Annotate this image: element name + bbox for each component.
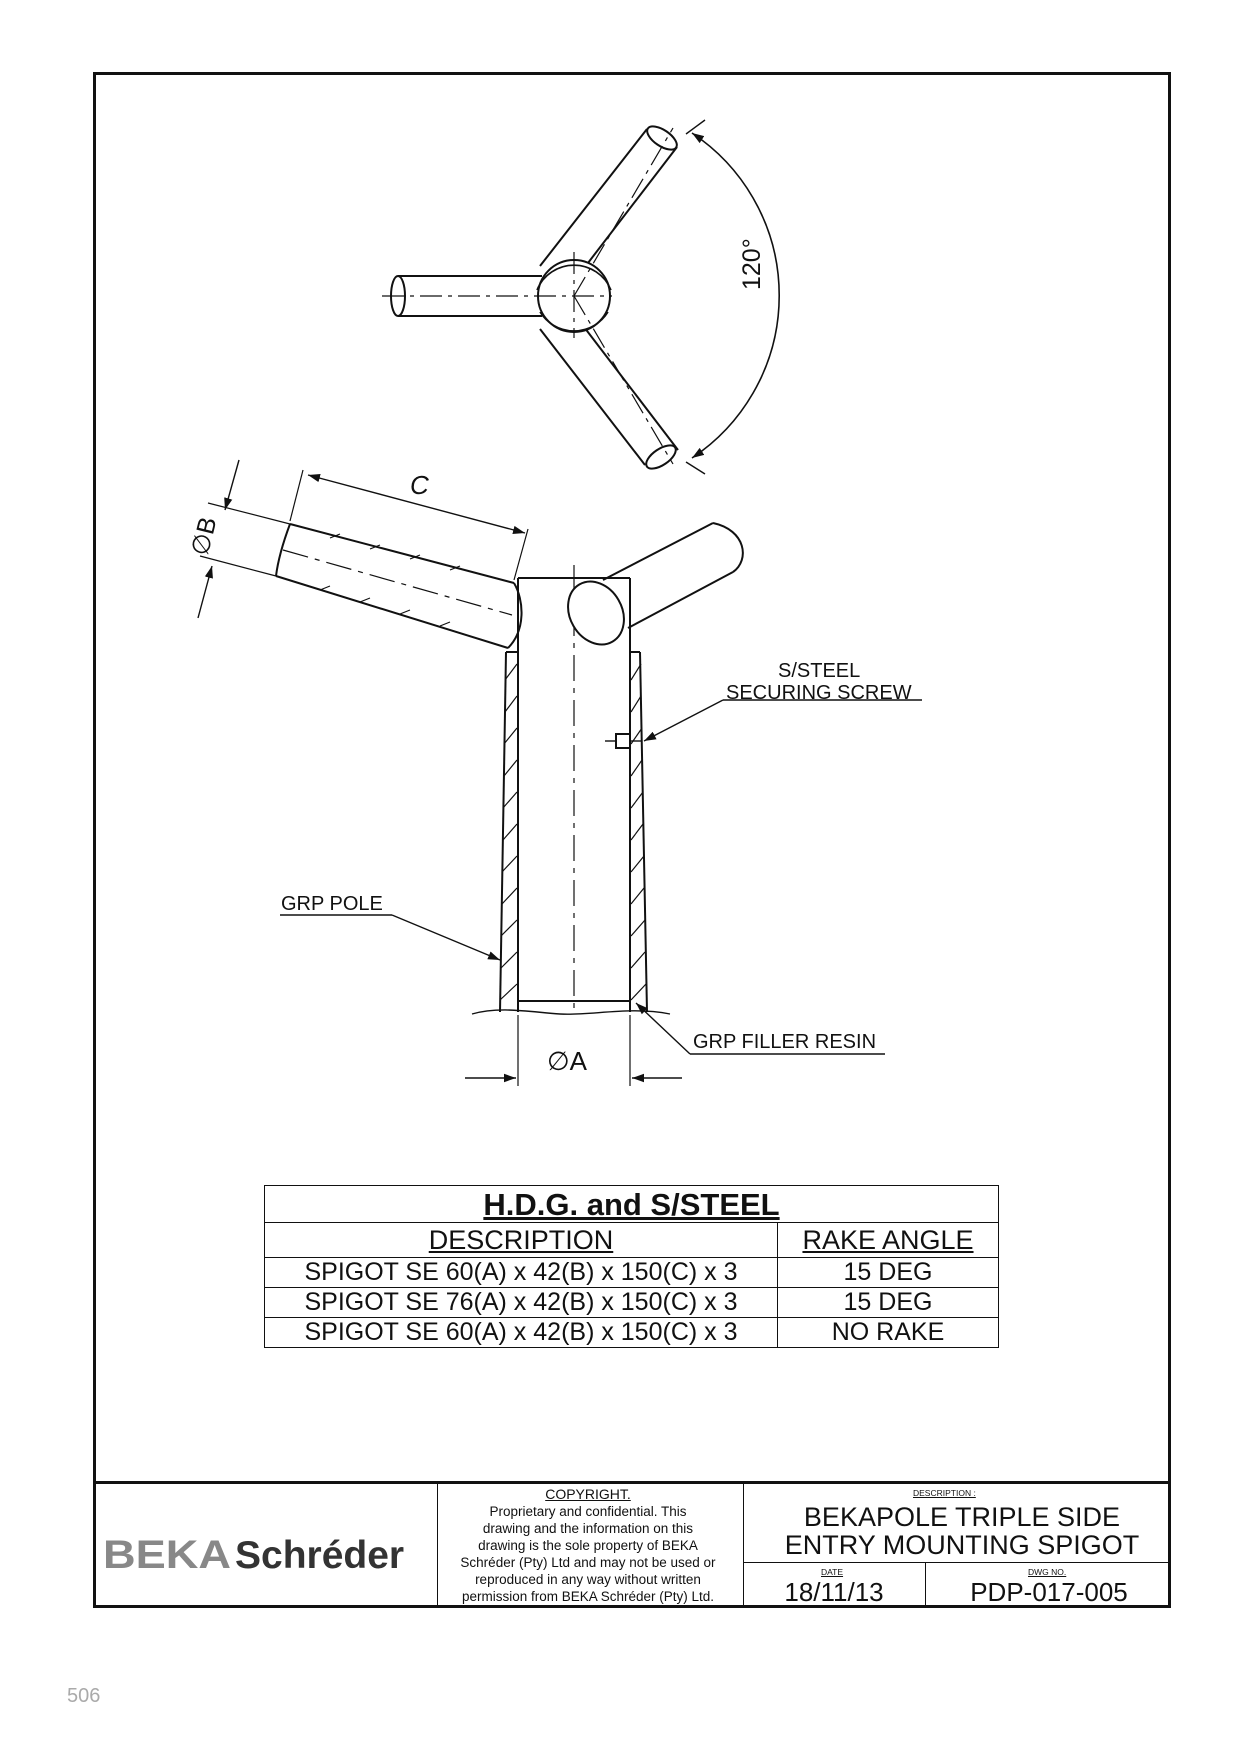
copyright-text-line: Schréder (Pty) Ltd and may not be used o… [460, 1555, 716, 1570]
title-block-divider [743, 1562, 1171, 1563]
title-block: BEKA Schréder COPYRIGHT. Proprietary and… [93, 1481, 1171, 1608]
spec-table: H.D.G. and S/STEEL DESCRIPTION RAKE ANGL… [264, 1185, 999, 1348]
side-view [197, 459, 922, 1086]
row-description: SPIGOT SE 60(A) x 42(B) x 150(C) x 3 [264, 1317, 778, 1348]
header-rake-angle: RAKE ANGLE [777, 1222, 999, 1258]
dimension-c-label: C [410, 470, 429, 500]
copyright-text-line: drawing and the information on this [482, 1521, 694, 1536]
copyright-text-line: reproduced in any way without written [475, 1572, 701, 1587]
callout-grp-pole: GRP POLE [281, 893, 383, 915]
table-title: H.D.G. and S/STEEL [264, 1185, 999, 1223]
header-description: DESCRIPTION [264, 1222, 778, 1258]
title-block-divider [437, 1484, 438, 1608]
description-label: DESCRIPTION : [913, 1488, 976, 1498]
row-rake-angle: NO RAKE [777, 1317, 999, 1348]
drawing-sheet-border [93, 72, 1171, 1608]
copyright-heading: COPYRIGHT. [545, 1486, 631, 1502]
row-description: SPIGOT SE 60(A) x 42(B) x 150(C) x 3 [264, 1257, 778, 1288]
svg-text:Schréder: Schréder [235, 1534, 404, 1576]
table-row: SPIGOT SE 76(A) x 42(B) x 150(C) x 3 15 … [264, 1287, 999, 1318]
beka-schreder-logo: BEKA Schréder [103, 1533, 404, 1576]
table-row: SPIGOT SE 60(A) x 42(B) x 150(C) x 3 15 … [264, 1257, 999, 1288]
drawing-number: PDP-017-005 [970, 1577, 1128, 1607]
title-block-divider [743, 1484, 744, 1608]
row-rake-angle: 15 DEG [777, 1257, 999, 1288]
table-row: SPIGOT SE 60(A) x 42(B) x 150(C) x 3 NO … [264, 1317, 999, 1348]
page-number: 506 [67, 1685, 101, 1707]
copyright-text-line: Proprietary and confidential. This [489, 1504, 687, 1519]
svg-text:BEKA: BEKA [103, 1533, 231, 1576]
top-view [382, 119, 781, 475]
title-block-divider [925, 1562, 926, 1608]
description-line2: ENTRY MOUNTING SPIGOT [784, 1530, 1140, 1560]
description-line1: BEKAPOLE TRIPLE SIDE [803, 1502, 1121, 1532]
copyright-text-line: permission from BEKA Schréder (Pty) Ltd. [461, 1589, 715, 1604]
row-description: SPIGOT SE 76(A) x 42(B) x 150(C) x 3 [264, 1287, 778, 1318]
dimension-a-label: ∅A [547, 1046, 587, 1076]
row-rake-angle: 15 DEG [777, 1287, 999, 1318]
callout-screw-line1: S/STEEL [778, 660, 861, 682]
copyright-text-line: drawing is the sole property of BEKA [478, 1538, 698, 1553]
drawing-date: 18/11/13 [784, 1577, 884, 1607]
callout-grp-filler-resin: GRP FILLER RESIN [693, 1031, 877, 1053]
callout-screw-line2: SECURING SCREW [726, 682, 912, 704]
date-label: DATE [821, 1567, 844, 1577]
dwg-no-label: DWG NO. [1028, 1567, 1067, 1577]
angle-dimension-label: 120° [738, 238, 766, 290]
